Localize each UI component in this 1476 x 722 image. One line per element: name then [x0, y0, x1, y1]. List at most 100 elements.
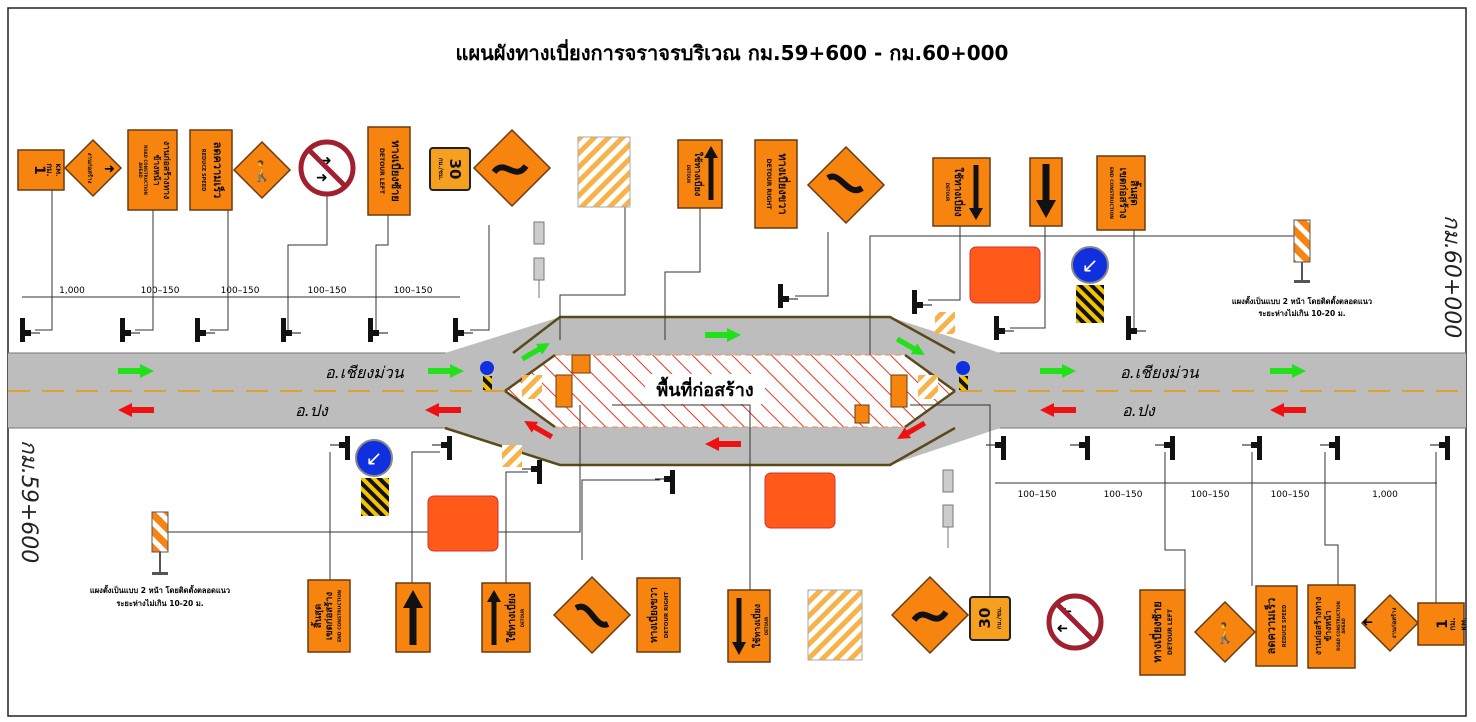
svg-text:ทางเบี่ยงซ้าย: ทางเบี่ยงซ้าย	[1149, 601, 1164, 662]
svg-text:↙: ↙	[1082, 253, 1099, 277]
marker-note: ระยะห่างไม่เกิน 10-20 ม.	[116, 598, 203, 608]
marker-note: แผงตั้งเป็นแบบ 2 หน้า โดยติดตั้งตลอดแนว	[1232, 295, 1372, 306]
svg-text:เขตก่อสร้าง: เขตก่อสร้าง	[1117, 168, 1129, 219]
barricade	[807, 589, 863, 661]
svg-text:ใช้ทางเบี่ยง: ใช้ทางเบี่ยง	[504, 593, 518, 642]
svg-text:100–150: 100–150	[394, 286, 433, 296]
hazard-marker	[361, 478, 389, 516]
svg-text:100–150: 100–150	[308, 286, 347, 296]
delineator-panel	[151, 511, 169, 575]
warning-light	[480, 361, 494, 375]
svg-text:1,000: 1,000	[59, 286, 85, 296]
svg-text:กม.: กม.	[1448, 617, 1457, 630]
svg-text:🚶: 🚶	[1213, 621, 1238, 645]
sign-workers-diamond: 🚶	[1193, 600, 1257, 664]
hazard-marker	[1076, 285, 1104, 323]
light-tower	[533, 221, 954, 548]
keep-left-sign: ↙	[355, 439, 393, 516]
svg-text:➜: ➜	[1056, 620, 1068, 636]
svg-text:ทางเบี่ยงขวา: ทางเบี่ยงขวา	[646, 587, 660, 643]
sign-arrow-down	[1029, 157, 1063, 227]
sign-construction-diamond: งานก่อสร้าง ➜	[1360, 593, 1420, 653]
svg-text:DETOUR: DETOUR	[764, 617, 769, 636]
svg-text:100–150: 100–150	[1018, 490, 1057, 500]
svg-text:กม.: กม.	[45, 163, 54, 176]
svg-text:➜: ➜	[320, 153, 332, 169]
svg-text:30: 30	[446, 159, 464, 180]
page-title: แผนผังทางเบี่ยงการจราจรบริเวณ กม.59+600 …	[456, 38, 1009, 65]
svg-text:งานก่อสร้าง: งานก่อสร้าง	[86, 153, 94, 184]
svg-text:REDUCE SPEED: REDUCE SPEED	[200, 149, 206, 192]
barricade	[918, 375, 938, 399]
svg-text:DETOUR: DETOUR	[945, 183, 950, 202]
sign-km-distance: 1 กม. KM.	[1417, 602, 1468, 646]
water-barriers	[427, 246, 1041, 552]
sign-curve-diamond	[472, 128, 552, 208]
svg-text:➜: ➜	[1362, 614, 1373, 629]
sign-end-construction: สิ้นสุด เขตก่อสร้าง END CONSTRUCTION	[1096, 155, 1146, 231]
svg-text:ลดความเร็ว: ลดความเร็ว	[1264, 598, 1278, 655]
sign-curve-diamond	[552, 575, 632, 655]
svg-text:AHEAD: AHEAD	[138, 162, 143, 178]
sign-road-construction-ahead: งานก่อสร้างทาง ข้างหน้า ROAD CONSTRUCTIO…	[127, 129, 178, 211]
svg-text:ทางเบี่ยงซ้าย: ทางเบี่ยงซ้าย	[389, 140, 404, 201]
construction-area: พื้นที่ก่อสร้าง	[504, 353, 956, 429]
svg-text:REDUCE SPEED: REDUCE SPEED	[1282, 605, 1288, 648]
sign-curve-diamond	[806, 145, 886, 225]
svg-text:END CONSTRUCTION: END CONSTRUCTION	[337, 590, 343, 642]
sign-use-detour: ใช้ทางเบี่ยง DETOUR	[481, 582, 531, 653]
distance-dimensions-bottom: 100–150 100–150 100–150 100–150 1,000	[995, 482, 1437, 500]
svg-text:ทางเบี่ยงขวา: ทางเบี่ยงขวา	[776, 153, 791, 214]
svg-text:ใช้ทางเบี่ยง: ใช้ทางเบี่ยง	[952, 167, 966, 216]
delineator-panel	[1293, 219, 1311, 283]
svg-text:ROAD CONSTRUCTION: ROAD CONSTRUCTION	[143, 145, 148, 195]
barricade	[522, 375, 542, 399]
sign-detour-left: ทางเบี่ยงซ้าย DETOUR LEFT	[1139, 589, 1186, 676]
sign-speed-limit-30: 30 กม./ชม.	[969, 596, 1011, 641]
sign-arrow-up	[395, 582, 431, 653]
sign-road-construction-ahead: งานก่อสร้างทาง ข้างหน้า ROAD CONSTRUCTIO…	[1307, 584, 1356, 669]
svg-text:ข้างหน้า: ข้างหน้า	[1323, 610, 1334, 641]
svg-text:END CONSTRUCTION: END CONSTRUCTION	[1108, 167, 1114, 219]
svg-text:DETOUR LEFT: DETOUR LEFT	[378, 148, 385, 195]
svg-text:DETOUR RIGHT: DETOUR RIGHT	[765, 159, 772, 211]
distance-dimensions-top: 1,000 100–150 100–150 100–150 100–150	[22, 286, 460, 298]
road-label-pong: อ.ปง	[295, 401, 329, 420]
svg-text:ROAD CONSTRUCTION: ROAD CONSTRUCTION	[1336, 601, 1341, 651]
svg-text:งานก่อสร้างทาง: งานก่อสร้างทาง	[1313, 597, 1324, 655]
marker-note: แผงตั้งเป็นแบบ 2 หน้า โดยติดตั้งตลอดแนว	[90, 584, 230, 595]
svg-text:KM.: KM.	[1461, 618, 1468, 631]
svg-text:100–150: 100–150	[1271, 490, 1310, 500]
sign-detour-left: ทางเบี่ยงซ้าย DETOUR LEFT	[367, 126, 411, 216]
svg-text:KM.: KM.	[54, 164, 61, 177]
svg-text:🚶: 🚶	[250, 159, 275, 183]
svg-text:100–150: 100–150	[221, 286, 260, 296]
svg-text:DETOUR RIGHT: DETOUR RIGHT	[664, 592, 670, 639]
sign-use-detour: ใช้ทางเบี่ยง DETOUR	[932, 157, 991, 227]
road-label-pong: อ.ปง	[1122, 401, 1156, 420]
arrow-sign-up	[555, 374, 573, 408]
sign-no-overtaking: ➜ ➜	[1046, 593, 1104, 651]
svg-text:สิ้นสุด: สิ้นสุด	[310, 604, 324, 628]
svg-text:ใช้ทางเบี่ยง: ใช้ทางเบี่ยง	[692, 152, 705, 196]
svg-text:1,000: 1,000	[1372, 490, 1398, 500]
warning-light	[956, 361, 970, 375]
svg-text:ใช้ทางเบี่ยง: ใช้ทางเบี่ยง	[750, 604, 763, 648]
arrow-sign-down	[890, 374, 908, 408]
sign-end-construction: สิ้นสุด เขตก่อสร้าง END CONSTRUCTION	[307, 579, 351, 653]
svg-text:↙: ↙	[366, 446, 383, 470]
sign-speed-limit-30: 30 กม./ชม.	[429, 147, 471, 191]
svg-text:100–150: 100–150	[1104, 490, 1143, 500]
svg-text:สิ้นสุด: สิ้นสุด	[1128, 180, 1142, 206]
svg-text:กม./ชม.: กม./ชม.	[996, 607, 1003, 629]
barricade	[577, 136, 631, 208]
sign-reduce-speed: ลดความเร็ว REDUCE SPEED	[189, 129, 233, 211]
svg-text:100–150: 100–150	[141, 286, 180, 296]
sign-use-detour: ใช้ทางเบี่ยง DETOUR	[727, 589, 771, 663]
svg-text:➜: ➜	[316, 170, 328, 186]
svg-text:เขตก่อสร้าง: เขตก่อสร้าง	[323, 592, 335, 641]
svg-text:กม./ชม.: กม./ชม.	[437, 158, 444, 180]
sign-curve-diamond	[890, 575, 970, 655]
road-label-chiang-muan: อ.เชียงม่วน	[1120, 363, 1200, 382]
leader-lines	[35, 190, 1437, 652]
